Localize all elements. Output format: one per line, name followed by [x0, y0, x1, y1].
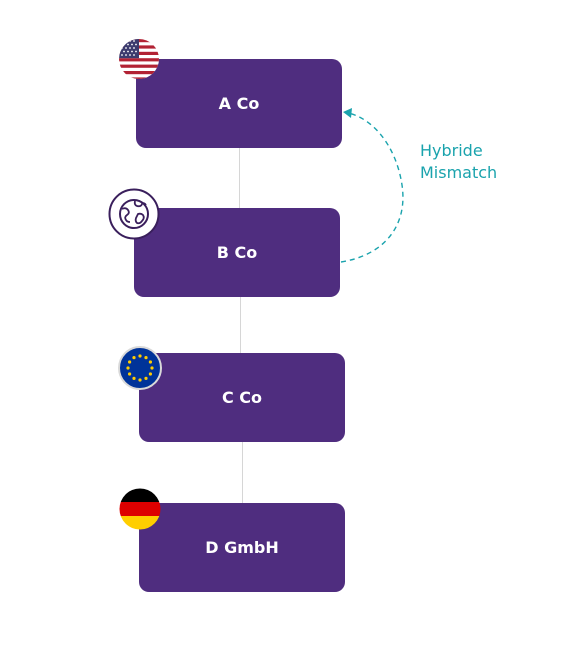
entity-box-c[interactable]: C Co: [139, 353, 345, 442]
entity-label-b: B Co: [216, 243, 258, 262]
entity-label-d: D GmbH: [205, 538, 279, 557]
mismatch-label-line1: Hybride: [420, 141, 483, 160]
entity-label-c: C Co: [221, 388, 263, 407]
entity-label-a: A Co: [218, 94, 260, 113]
connector-b-c: [240, 297, 241, 354]
globe-icon: [108, 188, 160, 240]
mismatch-label: Hybride Mismatch: [420, 140, 497, 184]
entity-box-b[interactable]: B Co: [134, 208, 340, 297]
us-flag-icon: [118, 38, 160, 80]
eu-flag-icon: [118, 346, 162, 390]
mismatch-label-line2: Mismatch: [420, 163, 498, 182]
entity-box-a[interactable]: A Co: [136, 59, 342, 148]
connector-a-b: [239, 148, 240, 209]
connector-c-d: [242, 442, 243, 504]
germany-flag-icon: [119, 488, 161, 530]
entity-box-d[interactable]: D GmbH: [139, 503, 345, 592]
